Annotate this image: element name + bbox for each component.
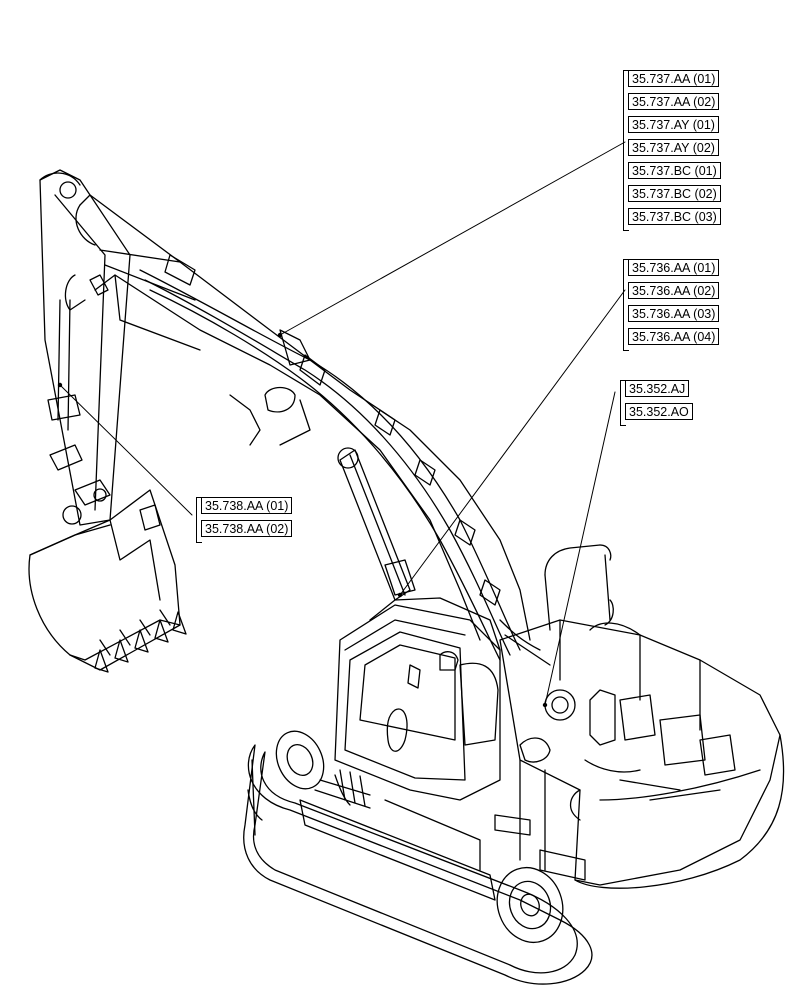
- ref-label-35-736-aa-04[interactable]: 35.736.AA (04): [628, 328, 720, 345]
- bracket-boom-lines: [623, 70, 629, 231]
- ref-label-35-737-aa-02[interactable]: 35.737.AA (02): [628, 93, 720, 110]
- arm: [39, 169, 131, 526]
- boom-cylinder: [337, 447, 416, 601]
- bracket-boom-cylinder-lines: [623, 259, 629, 351]
- bucket: [28, 489, 187, 673]
- leader-swivel-joint: [544, 391, 616, 706]
- leader-lines: [59, 141, 626, 706]
- bracket-arm-lines: [196, 497, 202, 543]
- ref-label-35-352-aj[interactable]: 35.352.AJ: [625, 380, 690, 397]
- counterweight-base: [494, 759, 586, 881]
- idler-wheel: [275, 730, 325, 790]
- drive-sprocket: [496, 867, 564, 943]
- ref-label-35-737-bc-02[interactable]: 35.737.BC (02): [628, 185, 721, 202]
- ref-label-35-736-aa-03[interactable]: 35.736.AA (03): [628, 305, 720, 322]
- ref-label-35-736-aa-02[interactable]: 35.736.AA (02): [628, 282, 720, 299]
- leader-arm-lines: [59, 384, 193, 516]
- ref-label-35-737-ay-02[interactable]: 35.737.AY (02): [628, 139, 719, 156]
- track-assembly: [243, 730, 593, 985]
- ref-label-35-738-aa-02[interactable]: 35.738.AA (02): [201, 520, 293, 537]
- ref-label-35-738-aa-01[interactable]: 35.738.AA (01): [201, 497, 293, 514]
- cab: [334, 597, 501, 801]
- ref-label-35-737-aa-01[interactable]: 35.737.AA (01): [628, 70, 720, 87]
- boom-hoses: [139, 254, 551, 666]
- ref-label-35-737-ay-01[interactable]: 35.737.AY (01): [628, 116, 719, 133]
- ref-label-35-736-aa-01[interactable]: 35.736.AA (01): [628, 259, 720, 276]
- boom: [75, 194, 531, 641]
- ref-label-35-352-ao[interactable]: 35.352.AO: [625, 403, 693, 420]
- leader-boom-cylinder-lines: [399, 289, 626, 596]
- ref-label-35-737-bc-01[interactable]: 35.737.BC (01): [628, 162, 721, 179]
- engine-compartment: [499, 544, 785, 889]
- ref-label-35-737-bc-03[interactable]: 35.737.BC (03): [628, 208, 721, 225]
- leader-boom-lines: [279, 141, 626, 336]
- bracket-swivel-joint: [620, 380, 626, 426]
